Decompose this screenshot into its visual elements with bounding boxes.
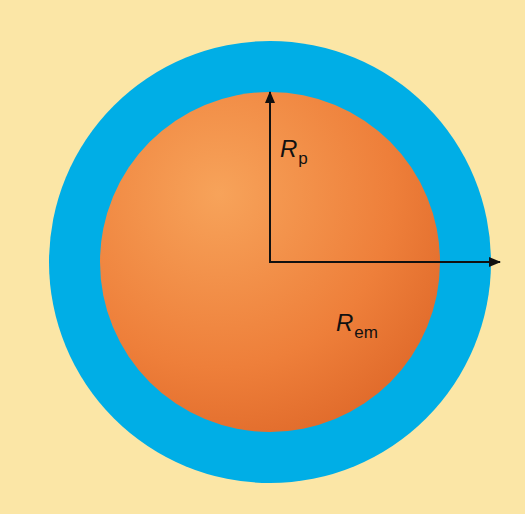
radius-arrow <box>269 92 271 263</box>
radius-symbol: R <box>336 311 353 335</box>
radius-subscript: p <box>298 150 307 167</box>
radius-subscript: em <box>354 324 378 341</box>
radius-arrow <box>269 261 500 263</box>
radius-symbol: R <box>280 137 297 161</box>
